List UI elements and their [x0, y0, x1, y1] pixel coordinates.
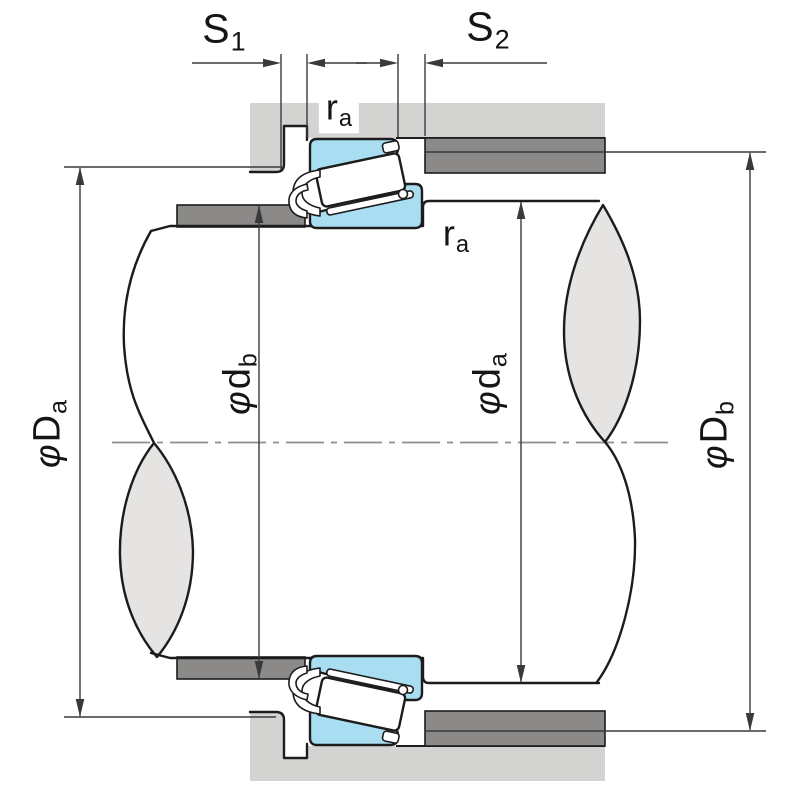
label-dia-db: φdb [216, 353, 263, 415]
phi-symbol: φ [466, 390, 508, 415]
arrowhead-s2-right [425, 58, 443, 68]
housing-side-spacer [424, 137, 606, 174]
arrowhead-Db-bottom [745, 713, 755, 731]
label-dia-da: φda [466, 353, 513, 415]
label-s2: S2 [466, 3, 510, 55]
arrowhead-db-top [254, 205, 264, 223]
label-ra-housing-base: r [325, 86, 339, 128]
label-dia-da-sub: a [484, 353, 513, 368]
label-dia-db-base: d [216, 367, 259, 390]
shaft-break-lens-left-lower [118, 441, 195, 659]
label-s1: S1 [202, 5, 246, 57]
tapered-roller-group [314, 140, 414, 216]
shaft-break-lens-right-upper [562, 203, 642, 444]
label-dia-Da: φDa [26, 400, 73, 468]
arrowhead-Da-bottom [75, 699, 85, 717]
arrowhead-s1-left [263, 58, 281, 68]
label-dia-db-sub: b [234, 353, 263, 368]
arrowhead-s2-left [380, 58, 398, 68]
label-dia-Da-base: D [26, 413, 69, 443]
cage-hook-inner [288, 183, 309, 219]
phi-symbol: φ [216, 390, 258, 415]
arrowhead-db-bottom [254, 661, 264, 679]
phi-symbol: φ [693, 444, 735, 469]
housing-shoulder-profile [248, 124, 309, 174]
shaft-side-spacer [176, 204, 306, 228]
tapered-roller [314, 152, 407, 208]
label-s1-base: S [202, 5, 231, 52]
label-dia-da-base: d [466, 367, 509, 390]
label-s2-base: S [466, 3, 495, 50]
label-ra-housing-fillet: ra [318, 86, 360, 134]
label-ra-shaft-fillet: ra [442, 212, 470, 258]
label-ra-housing-sub: a [338, 104, 353, 132]
label-s2-sub: 2 [494, 24, 510, 55]
cage-lip-big-end [381, 140, 400, 154]
label-dia-Db-base: D [693, 414, 736, 444]
arrowhead-Da-top [75, 167, 85, 185]
cage-bar [325, 190, 414, 216]
label-ra-shaft-base: r [442, 212, 456, 254]
label-ra-shaft-sub: a [455, 230, 470, 258]
dimension-layer [64, 54, 766, 732]
label-s1-sub: 1 [230, 26, 246, 57]
arrowhead-s1-right [307, 58, 325, 68]
label-dia-Db-sub: b [711, 401, 740, 415]
label-dia-Db: φDb [693, 401, 740, 469]
shaft-break-curve-left-upper [122, 229, 156, 445]
cage-rivet [397, 188, 409, 200]
arrowhead-da-top [516, 201, 526, 219]
phi-symbol: φ [26, 443, 68, 468]
shaft-break-curve-right-lower [595, 440, 637, 684]
arrowhead-Db-top [745, 152, 755, 170]
arrowhead-da-bottom [516, 665, 526, 683]
label-dia-Da-sub: a [44, 400, 73, 414]
